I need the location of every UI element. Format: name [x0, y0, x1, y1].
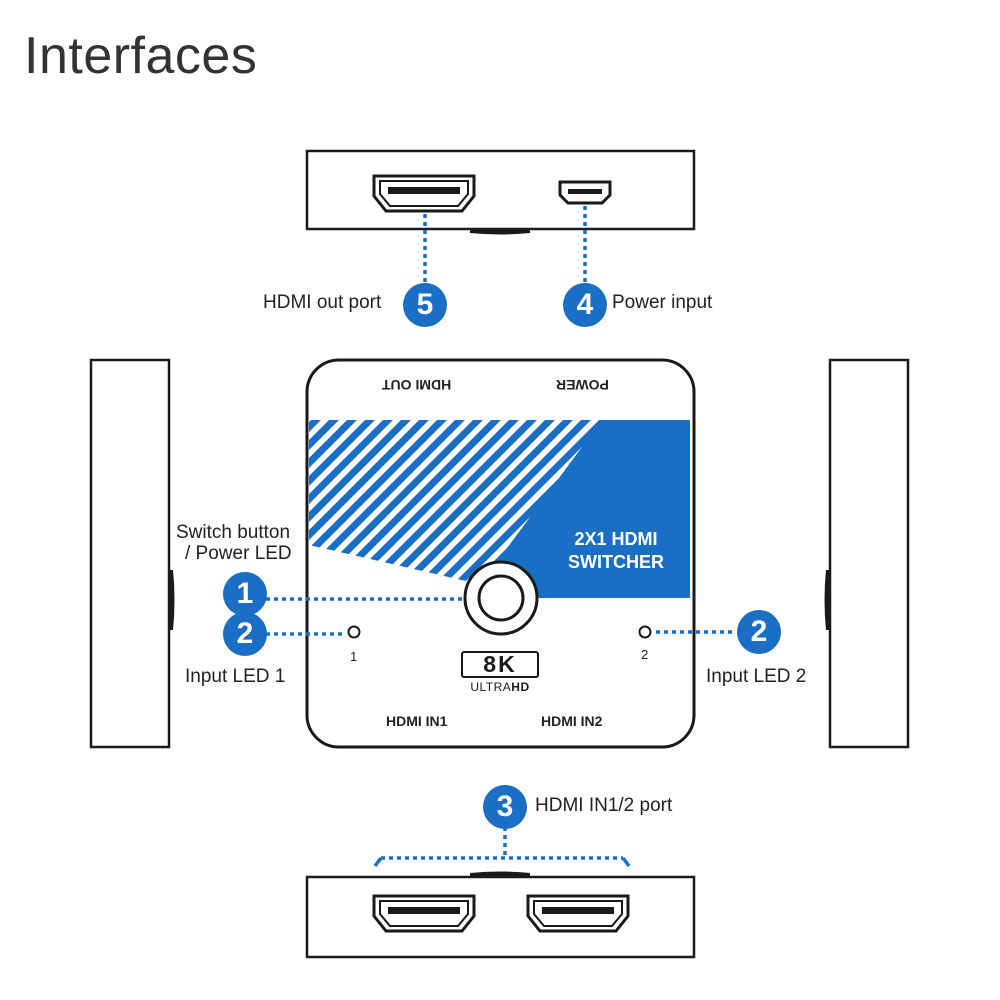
ultrahd-text-b: HD	[511, 680, 530, 694]
callout-badge-3: 3	[483, 785, 527, 829]
callout-badge-1: 1	[223, 572, 267, 616]
callout-badge-5: 5	[403, 283, 447, 327]
led-indicator-icon	[638, 625, 652, 639]
ultrahd-text-a: ULTRA	[470, 680, 512, 694]
callout-badge-2-right: 2	[737, 610, 781, 654]
product-name: 2X1 HDMI SWITCHER	[568, 529, 664, 572]
hdmi-port-icon	[526, 894, 630, 933]
led2-number: 2	[641, 647, 649, 662]
label-input-led-2: Input LED 2	[706, 666, 807, 687]
label-power-input: Power input	[612, 292, 713, 313]
bottom-edge-view	[305, 871, 696, 959]
port-label-in1: HDMI IN1	[386, 713, 448, 729]
8k-badge: 8K	[461, 651, 539, 678]
ultrahd-label: ULTRAHD	[461, 681, 539, 693]
led-indicator-icon	[347, 625, 361, 639]
switch-button-icon	[463, 560, 539, 636]
hdmi-port-icon	[372, 174, 476, 213]
leader-line	[621, 856, 631, 868]
right-side-view	[824, 358, 910, 749]
top-edge-view	[305, 149, 696, 235]
hdmi-port-icon	[372, 894, 476, 933]
device-label-power: POWER	[556, 377, 609, 393]
micro-usb-port-icon	[558, 180, 612, 205]
left-side-view	[89, 358, 175, 749]
switcher-front-view	[305, 358, 696, 749]
label-power-led: / Power LED	[185, 543, 292, 564]
port-label-in2: HDMI IN2	[541, 713, 603, 729]
led1-number: 1	[350, 649, 358, 664]
callout-badge-4: 4	[563, 283, 607, 327]
label-hdmi-out-port: HDMI out port	[263, 292, 382, 313]
page-title: Interfaces	[24, 27, 258, 85]
device-label-hdmi-out: HDMI OUT	[382, 377, 452, 393]
leader-line	[373, 856, 383, 868]
label-switch-button: Switch button	[176, 522, 291, 543]
label-input-led-1: Input LED 1	[185, 666, 286, 687]
callout-badge-2-left: 2	[223, 612, 267, 656]
label-hdmi-in-ports: HDMI IN1/2 port	[535, 795, 673, 816]
